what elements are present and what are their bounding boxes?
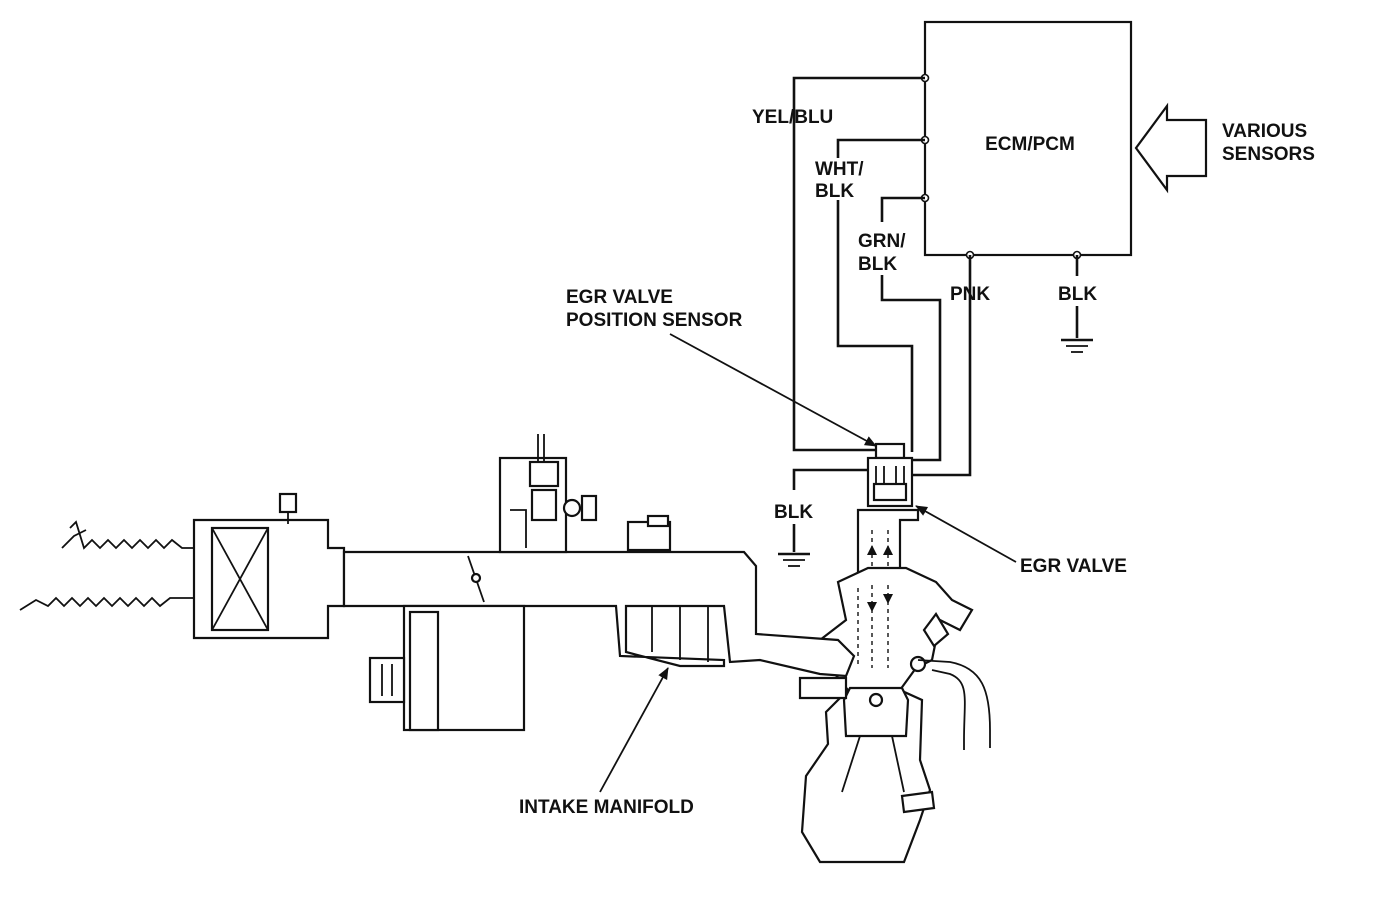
ground-icon bbox=[778, 552, 810, 567]
wire-wht-blk-lower bbox=[836, 200, 914, 452]
various-sensors-label-2: SENSORS bbox=[1222, 144, 1315, 165]
ecm-pcm-label: ECM/PCM bbox=[985, 134, 1075, 155]
wire-label-pnk: PNK bbox=[950, 284, 990, 305]
wire-label-wht-blk-1: WHT/ bbox=[815, 159, 864, 180]
various-sensors-arrow-icon bbox=[1134, 102, 1208, 194]
wire-pnk bbox=[908, 255, 972, 477]
egr-valve-leader-arrow bbox=[915, 505, 1017, 563]
wire-blk-valve bbox=[792, 468, 876, 490]
egr-sensor-callout-line-2: POSITION SENSOR bbox=[566, 310, 743, 331]
wire-grn-blk-lower bbox=[880, 275, 942, 462]
intake-manifold-callout: INTAKE MANIFOLD bbox=[519, 797, 694, 818]
intake-manifold-leader-arrow bbox=[599, 667, 669, 793]
wire-label-wht-blk-2: BLK bbox=[815, 181, 854, 202]
egr-sensor-callout-line-1: EGR VALVE bbox=[566, 287, 673, 308]
ecm-pcm-module: ECM/PCM bbox=[920, 20, 1133, 260]
wire-label-yel-blu: YEL/BLU bbox=[752, 107, 833, 128]
egr-valve-callout: EGR VALVE bbox=[1020, 556, 1127, 577]
wire-wht-blk bbox=[836, 138, 925, 158]
various-sensors-label-1: VARIOUS bbox=[1222, 121, 1307, 142]
egr-sensor-leader-arrow bbox=[669, 333, 877, 447]
wire-yel-blu bbox=[792, 76, 925, 452]
wire-label-grn-blk-2: BLK bbox=[858, 254, 897, 275]
wire-label-blk-valve: BLK bbox=[774, 502, 813, 523]
wire-grn-blk bbox=[880, 196, 925, 222]
wiring-harness bbox=[792, 76, 1079, 552]
intake-manifold-assembly bbox=[19, 434, 856, 732]
engine-block bbox=[798, 566, 991, 864]
wire-label-grn-blk-1: GRN/ bbox=[858, 231, 906, 252]
ground-icon bbox=[1061, 338, 1093, 353]
wire-label-blk-ecm: BLK bbox=[1058, 284, 1097, 305]
